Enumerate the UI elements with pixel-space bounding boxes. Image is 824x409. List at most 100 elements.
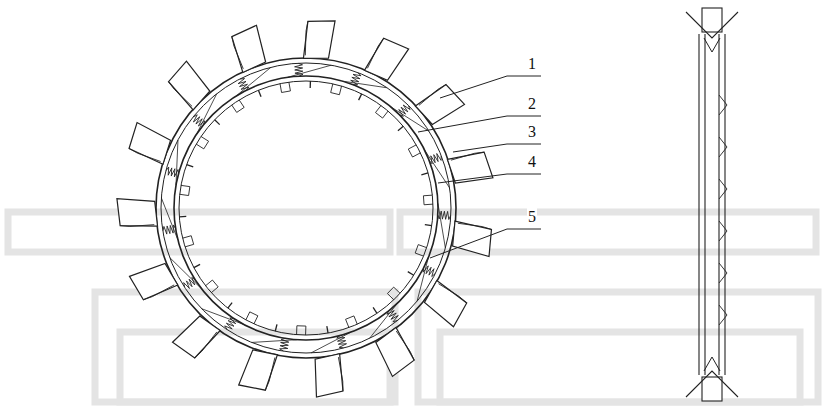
leader-line bbox=[438, 174, 541, 183]
flap-fold bbox=[305, 21, 308, 55]
spring-symbol bbox=[399, 105, 410, 116]
inner-tab bbox=[408, 145, 420, 157]
inner-tab bbox=[205, 280, 218, 293]
side-tooth bbox=[702, 377, 722, 401]
inner-tab bbox=[415, 245, 427, 257]
background-frame bbox=[95, 292, 395, 402]
callout-number: 5 bbox=[527, 208, 537, 225]
inner-tab bbox=[375, 105, 388, 118]
tooth-flap bbox=[424, 281, 466, 327]
tooth-flap bbox=[169, 61, 210, 110]
link-line bbox=[288, 65, 332, 77]
link-line bbox=[391, 107, 429, 131]
inner-tick bbox=[398, 126, 403, 130]
callout-holder: 4 bbox=[527, 153, 537, 171]
tooth-flap bbox=[303, 21, 335, 59]
inner-tick bbox=[408, 272, 414, 276]
inner-tab bbox=[346, 316, 358, 328]
inner-tick bbox=[179, 216, 186, 218]
inner-tab bbox=[232, 100, 244, 112]
side-flap bbox=[686, 12, 738, 38]
inner-tab bbox=[387, 287, 400, 300]
inner-tick bbox=[194, 264, 200, 267]
spring-symbol bbox=[429, 154, 441, 164]
side-tab bbox=[719, 305, 727, 325]
link-line bbox=[202, 309, 244, 325]
tooth-flap bbox=[364, 38, 408, 80]
link-line bbox=[170, 258, 202, 290]
inner-tab bbox=[280, 82, 290, 92]
inner-tick bbox=[425, 224, 432, 226]
flap-fold bbox=[120, 225, 154, 227]
flap-fold bbox=[169, 82, 193, 107]
tooth-flap bbox=[117, 199, 158, 227]
inner-tick bbox=[228, 303, 232, 309]
flap-fold bbox=[451, 152, 484, 160]
flap-fold bbox=[143, 285, 174, 300]
link-line bbox=[197, 94, 217, 134]
callout-number: 4 bbox=[527, 153, 537, 170]
inner-tab bbox=[246, 312, 258, 324]
leader-line bbox=[418, 116, 541, 132]
side-tab bbox=[719, 137, 727, 157]
flap-fold bbox=[458, 223, 492, 229]
callout-number: 3 bbox=[527, 123, 537, 140]
link-line bbox=[252, 340, 297, 343]
background-frame bbox=[8, 212, 390, 252]
inner-tab bbox=[180, 185, 190, 195]
tooth-flap bbox=[315, 354, 343, 397]
ring-circle bbox=[179, 81, 433, 335]
flap-fold bbox=[396, 331, 414, 360]
inner-tick bbox=[421, 173, 428, 175]
inner-tick bbox=[373, 307, 377, 313]
tooth-flap bbox=[232, 25, 266, 72]
spring-symbol bbox=[238, 79, 249, 91]
side-wedge bbox=[704, 357, 720, 371]
callout-number: 1 bbox=[527, 55, 537, 72]
inner-tick bbox=[327, 326, 328, 333]
link-line bbox=[176, 140, 178, 185]
inner-tab bbox=[297, 326, 306, 335]
inner-tick bbox=[359, 94, 362, 100]
side-tab bbox=[719, 179, 727, 199]
flap-fold bbox=[265, 357, 275, 390]
flap-fold bbox=[129, 149, 161, 162]
tooth-flap bbox=[129, 263, 177, 299]
inner-tick bbox=[187, 165, 194, 167]
flap-fold bbox=[439, 284, 467, 303]
side-edge bbox=[698, 34, 699, 375]
inner-tab bbox=[423, 195, 433, 205]
flap-fold bbox=[338, 357, 343, 391]
inner-tick bbox=[310, 81, 312, 88]
link-line bbox=[311, 332, 351, 353]
inner-tick bbox=[275, 324, 277, 331]
link-line bbox=[161, 198, 178, 240]
spring-symbol bbox=[184, 277, 196, 288]
inner-tick bbox=[215, 120, 220, 125]
inner-tab bbox=[183, 236, 194, 247]
leader-line bbox=[430, 229, 541, 258]
side-tab bbox=[719, 263, 727, 283]
inner-tick bbox=[258, 90, 261, 96]
inner-tab bbox=[331, 84, 342, 95]
leader-line bbox=[453, 144, 541, 152]
tooth-flap bbox=[415, 85, 464, 125]
tooth-flap bbox=[129, 123, 170, 165]
ring-circle bbox=[161, 63, 451, 353]
inner-tab bbox=[196, 136, 208, 148]
callout-holder: 3 bbox=[527, 123, 537, 141]
flap-fold bbox=[419, 85, 446, 106]
tooth-flap bbox=[453, 221, 492, 256]
side-edge bbox=[704, 34, 705, 375]
side-flap bbox=[686, 371, 738, 397]
leader-line bbox=[440, 76, 541, 98]
side-wedge bbox=[704, 38, 720, 52]
link-line bbox=[438, 203, 445, 248]
ring-circle bbox=[174, 76, 438, 340]
link-line bbox=[370, 303, 398, 338]
side-tab bbox=[719, 221, 727, 241]
front-view bbox=[117, 21, 493, 397]
side-view bbox=[686, 8, 738, 401]
ring-circle bbox=[156, 58, 456, 358]
